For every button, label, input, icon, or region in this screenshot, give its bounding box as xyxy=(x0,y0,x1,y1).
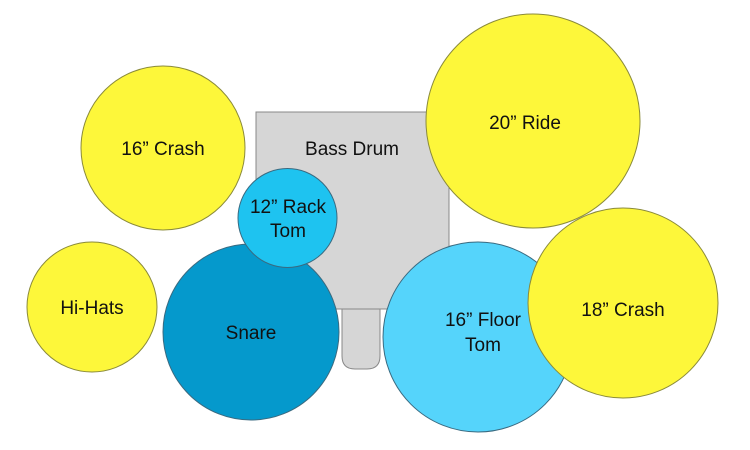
crash-16: 16” Crash xyxy=(80,65,246,231)
crash-18: 18” Crash xyxy=(527,207,719,399)
hi-hats-label: Hi-Hats xyxy=(60,298,123,319)
rack-tom-label-line1: 12” Rack xyxy=(250,197,327,218)
bass-drum-pedal xyxy=(341,308,381,370)
bass-drum-label: Bass Drum xyxy=(305,139,399,160)
floor-tom-label-line2: Tom xyxy=(465,335,501,356)
ride-label: 20” Ride xyxy=(489,113,561,134)
rack-tom-label-line2: Tom xyxy=(270,221,306,242)
crash-16-label: 16” Crash xyxy=(121,139,204,160)
snare-label: Snare xyxy=(226,323,277,344)
ride-20: 20” Ride xyxy=(425,13,641,229)
hi-hats: Hi-Hats xyxy=(26,241,158,373)
snare: Snare xyxy=(162,243,340,421)
rack-tom: 12” Rack Tom xyxy=(237,168,338,268)
floor-tom-label-line1: 16” Floor xyxy=(445,310,522,331)
crash-18-label: 18” Crash xyxy=(581,300,664,321)
